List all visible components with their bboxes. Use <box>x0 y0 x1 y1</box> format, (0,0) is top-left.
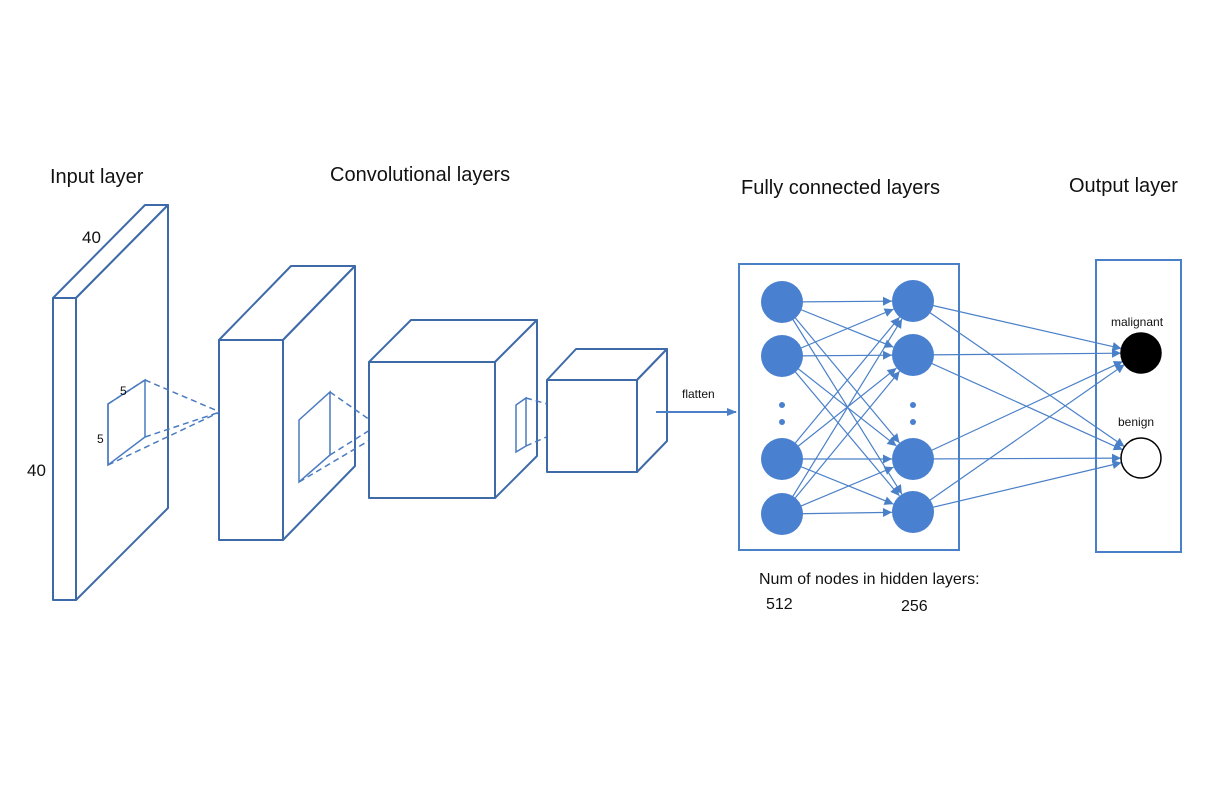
hidden1-node <box>761 493 803 535</box>
connection-arrowhead <box>1111 453 1122 463</box>
hidden-layer-1-nodes <box>761 281 803 535</box>
connection-arrowhead <box>1114 364 1125 374</box>
connection-line <box>912 300 1125 448</box>
hidden2-node <box>892 280 934 322</box>
conv1-kernel <box>298 390 371 484</box>
hidden2-node <box>892 491 934 533</box>
hidden2-ellipsis-dot <box>910 402 916 408</box>
connection-arrowhead <box>1111 342 1122 351</box>
connection-line <box>781 301 901 444</box>
connection-line <box>781 355 900 497</box>
connection-arrowhead <box>1111 348 1122 358</box>
input-depth-label: 40 <box>82 228 101 247</box>
hidden1-ellipsis-dot <box>779 402 785 408</box>
connection-line <box>912 457 1122 460</box>
input-height-label: 40 <box>27 461 46 480</box>
connection-arrowhead <box>883 454 892 464</box>
benign-label: benign <box>1118 415 1154 429</box>
hidden1-ellipsis-dot <box>779 419 785 425</box>
hidden-layer-1-count: 512 <box>766 596 793 613</box>
connection-line <box>912 363 1125 513</box>
hidden2-ellipsis-dot <box>910 419 916 425</box>
connection-arrowhead <box>890 433 900 443</box>
connection-line <box>781 355 897 447</box>
kernel-height-label: 5 <box>97 432 104 446</box>
connection-line <box>781 370 901 515</box>
connection-line <box>912 354 1124 451</box>
connection-arrowhead <box>883 466 894 475</box>
network-edges <box>781 296 1125 517</box>
connection-line <box>781 301 903 495</box>
connection-line <box>781 316 901 460</box>
connection-line <box>912 360 1124 460</box>
hidden-layer-2-nodes <box>892 280 934 533</box>
benign-output-node <box>1120 437 1162 479</box>
connection-line <box>912 462 1122 513</box>
connection-arrowhead <box>886 368 897 378</box>
fc-layers-frame <box>738 263 960 551</box>
connection-arrowhead <box>1112 441 1123 451</box>
output-layer-title: Output layer <box>1069 175 1178 197</box>
connection-arrowhead <box>882 507 893 517</box>
hidden2-node <box>892 334 934 376</box>
hidden-nodes-caption: Num of nodes in hidden layers: <box>759 571 980 588</box>
hidden-layer-2-count: 256 <box>901 598 928 615</box>
connection-arrowhead <box>883 496 894 505</box>
conv-layers-title: Convolutional layers <box>330 164 510 186</box>
malignant-output-node <box>1120 332 1162 374</box>
connection-line <box>781 318 903 515</box>
hidden1-node <box>761 438 803 480</box>
connection-arrowhead <box>1112 361 1123 370</box>
connection-arrowhead <box>893 318 902 329</box>
hidden1-node <box>761 335 803 377</box>
conv-block-1 <box>218 265 356 541</box>
conv-block-2 <box>368 319 538 499</box>
kernel-width-label: 5 <box>120 384 127 398</box>
malignant-label: malignant <box>1111 315 1164 329</box>
connection-line <box>912 300 1122 350</box>
conv-block-3 <box>546 348 668 473</box>
connection-arrowhead <box>883 308 894 317</box>
input-layer-slab <box>52 204 169 601</box>
connection-arrowhead <box>882 350 893 360</box>
connection-arrowhead <box>1111 460 1122 470</box>
connection-arrowhead <box>890 486 900 496</box>
connection-line <box>912 352 1122 356</box>
hidden2-node <box>892 438 934 480</box>
fc-layers-title: Fully connected layers <box>741 177 940 199</box>
connection-arrowhead <box>882 296 893 306</box>
input-layer-title: Input layer <box>50 166 144 188</box>
connection-arrowhead <box>886 436 897 447</box>
connection-arrowhead <box>890 371 900 382</box>
flatten-label: flatten <box>682 387 715 401</box>
output-layer-frame <box>1095 259 1182 553</box>
connection-line <box>781 367 897 460</box>
input-kernel <box>107 378 221 467</box>
hidden1-node <box>761 281 803 323</box>
